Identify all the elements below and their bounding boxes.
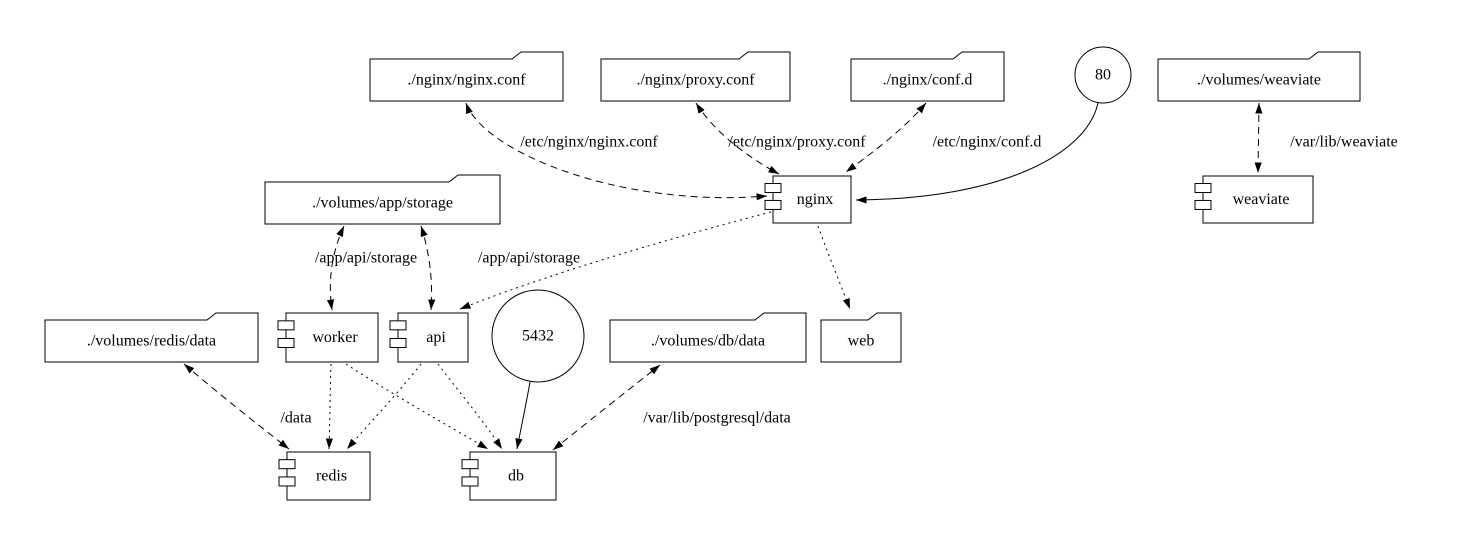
node-vol-nginx-conf: ./nginx/nginx.conf <box>369 51 564 102</box>
node-svc-db: db <box>461 451 557 501</box>
node-label: 5432 <box>522 328 554 345</box>
folder-shape <box>44 312 259 363</box>
component-tab-icon <box>389 337 407 348</box>
node-label: db <box>508 468 524 485</box>
node-label: redis <box>316 468 347 485</box>
node-vol-conf-d: ./nginx/conf.d <box>850 51 1005 102</box>
edge-label-mount-proxy-conf: /etc/nginx/proxy.conf <box>728 134 866 151</box>
component-body <box>469 451 557 501</box>
node-label: 80 <box>1095 67 1111 84</box>
component-body <box>285 312 379 363</box>
node-port-80: 80 <box>1074 46 1132 104</box>
edges-layer <box>183 102 1263 451</box>
node-vol-web: web <box>820 312 902 363</box>
node-vol-db-data: ./volumes/db/data <box>609 312 807 363</box>
node-label: ./volumes/db/data <box>651 333 765 350</box>
edge-label-mount-db-data: /var/lib/postgresql/data <box>643 410 791 427</box>
folder-shape <box>1157 51 1361 102</box>
edge-dep-worker-redis <box>325 363 333 450</box>
component-tab-icon <box>278 476 296 487</box>
component-body <box>772 175 852 224</box>
edge-mount-conf-d <box>845 102 927 173</box>
component-tab-icon <box>278 459 296 470</box>
folder-shape <box>369 51 564 102</box>
node-label: ./nginx/conf.d <box>883 72 973 89</box>
node-label: ./nginx/nginx.conf <box>407 72 526 89</box>
edge-label-mount-nginx-conf: /etc/nginx/nginx.conf <box>520 134 658 151</box>
edge-label-mount-conf-d: /etc/nginx/conf.d <box>933 134 1042 151</box>
edge-port-5432-db <box>515 381 531 450</box>
edge-dep-worker-db <box>345 363 489 450</box>
edge-mount-db-data <box>552 364 661 451</box>
node-svc-api: api <box>389 312 469 363</box>
node-label: ./volumes/redis/data <box>87 333 216 350</box>
edge-label-mount-weaviate: /var/lib/weaviate <box>1290 134 1398 151</box>
edge-mount-api-storage <box>420 225 436 311</box>
folder-shape <box>609 312 807 363</box>
node-vol-app-storage: ./volumes/app/storage <box>264 174 501 225</box>
node-svc-nginx: nginx <box>764 175 852 224</box>
node-vol-redis-data: ./volumes/redis/data <box>44 312 259 363</box>
component-tab-icon <box>764 199 782 210</box>
component-tab-icon <box>764 183 782 194</box>
node-vol-proxy-conf: ./nginx/proxy.conf <box>600 51 791 102</box>
edge-port-80-nginx <box>855 102 1099 204</box>
edge-label-mount-worker-storage: /app/api/storage <box>315 250 417 267</box>
edge-dep-api-redis <box>346 363 422 450</box>
port-circle <box>1074 46 1132 104</box>
edge-mount-nginx-conf <box>465 102 768 201</box>
component-tab-icon <box>389 320 407 331</box>
node-label: ./volumes/app/storage <box>312 195 453 212</box>
node-svc-weaviate: weaviate <box>1194 175 1314 224</box>
edge-mount-redis-data <box>183 363 290 450</box>
node-svc-redis: redis <box>278 451 371 501</box>
folder-shape <box>600 51 791 102</box>
node-label: api <box>426 329 446 346</box>
edge-mount-proxy-conf <box>695 102 780 175</box>
edge-label-mount-api-storage: /app/api/storage <box>478 250 580 267</box>
component-tab-icon <box>1194 199 1212 210</box>
node-label: ./nginx/proxy.conf <box>636 72 755 89</box>
node-vol-weaviate: ./volumes/weaviate <box>1157 51 1361 102</box>
node-svc-worker: worker <box>277 312 379 363</box>
component-tab-icon <box>461 476 479 487</box>
component-body <box>1202 175 1314 224</box>
folder-shape <box>820 312 902 363</box>
node-label: ./volumes/weaviate <box>1197 72 1321 89</box>
nodes-layer: ./nginx/nginx.conf ./nginx/proxy.conf ./ng… <box>44 46 1361 501</box>
component-tab-icon <box>277 320 295 331</box>
edge-label-mount-redis-data: /data <box>280 410 311 427</box>
component-body <box>397 312 469 363</box>
component-tab-icon <box>1194 183 1212 194</box>
node-label: weaviate <box>1233 191 1290 208</box>
edge-mount-worker-storage <box>326 225 345 311</box>
folder-shape <box>850 51 1005 102</box>
component-tab-icon <box>277 337 295 348</box>
node-port-5432: 5432 <box>491 289 585 383</box>
port-circle <box>491 289 585 383</box>
node-label: web <box>848 333 875 350</box>
component-tab-icon <box>461 459 479 470</box>
node-label: worker <box>312 329 358 346</box>
node-label: nginx <box>797 191 833 208</box>
component-body <box>286 451 371 501</box>
edge-labels-layer: /etc/nginx/nginx.conf/etc/nginx/proxy.co… <box>280 134 1397 427</box>
